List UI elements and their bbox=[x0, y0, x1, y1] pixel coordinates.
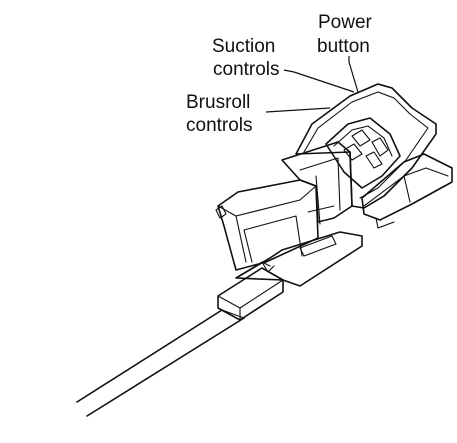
handle-collar bbox=[217, 261, 284, 321]
callout-power-button: Power button bbox=[317, 12, 373, 93]
handle-body bbox=[215, 141, 363, 287]
suction-controls-label-line1: Suction bbox=[212, 36, 275, 57]
suction-control-buttons bbox=[343, 129, 371, 161]
power-button-shape bbox=[365, 137, 389, 169]
brusroll-controls-label-line1: Brusroll bbox=[186, 92, 250, 113]
power-button-label-line2: button bbox=[317, 36, 370, 57]
suction-controls-leader-line bbox=[283, 69, 355, 93]
power-button-label-line1: Power bbox=[318, 12, 373, 33]
callout-brusroll-controls: Brusroll controls bbox=[186, 92, 331, 136]
callout-suction-controls: Suction controls bbox=[212, 36, 355, 93]
control-head bbox=[295, 83, 453, 229]
power-button-leader-line bbox=[348, 56, 359, 93]
brusroll-controls-label-line2: controls bbox=[186, 115, 253, 136]
brusroll-controls-leader-line bbox=[265, 107, 331, 113]
wand-tube bbox=[76, 309, 245, 417]
suction-controls-label-line2: controls bbox=[213, 59, 280, 80]
